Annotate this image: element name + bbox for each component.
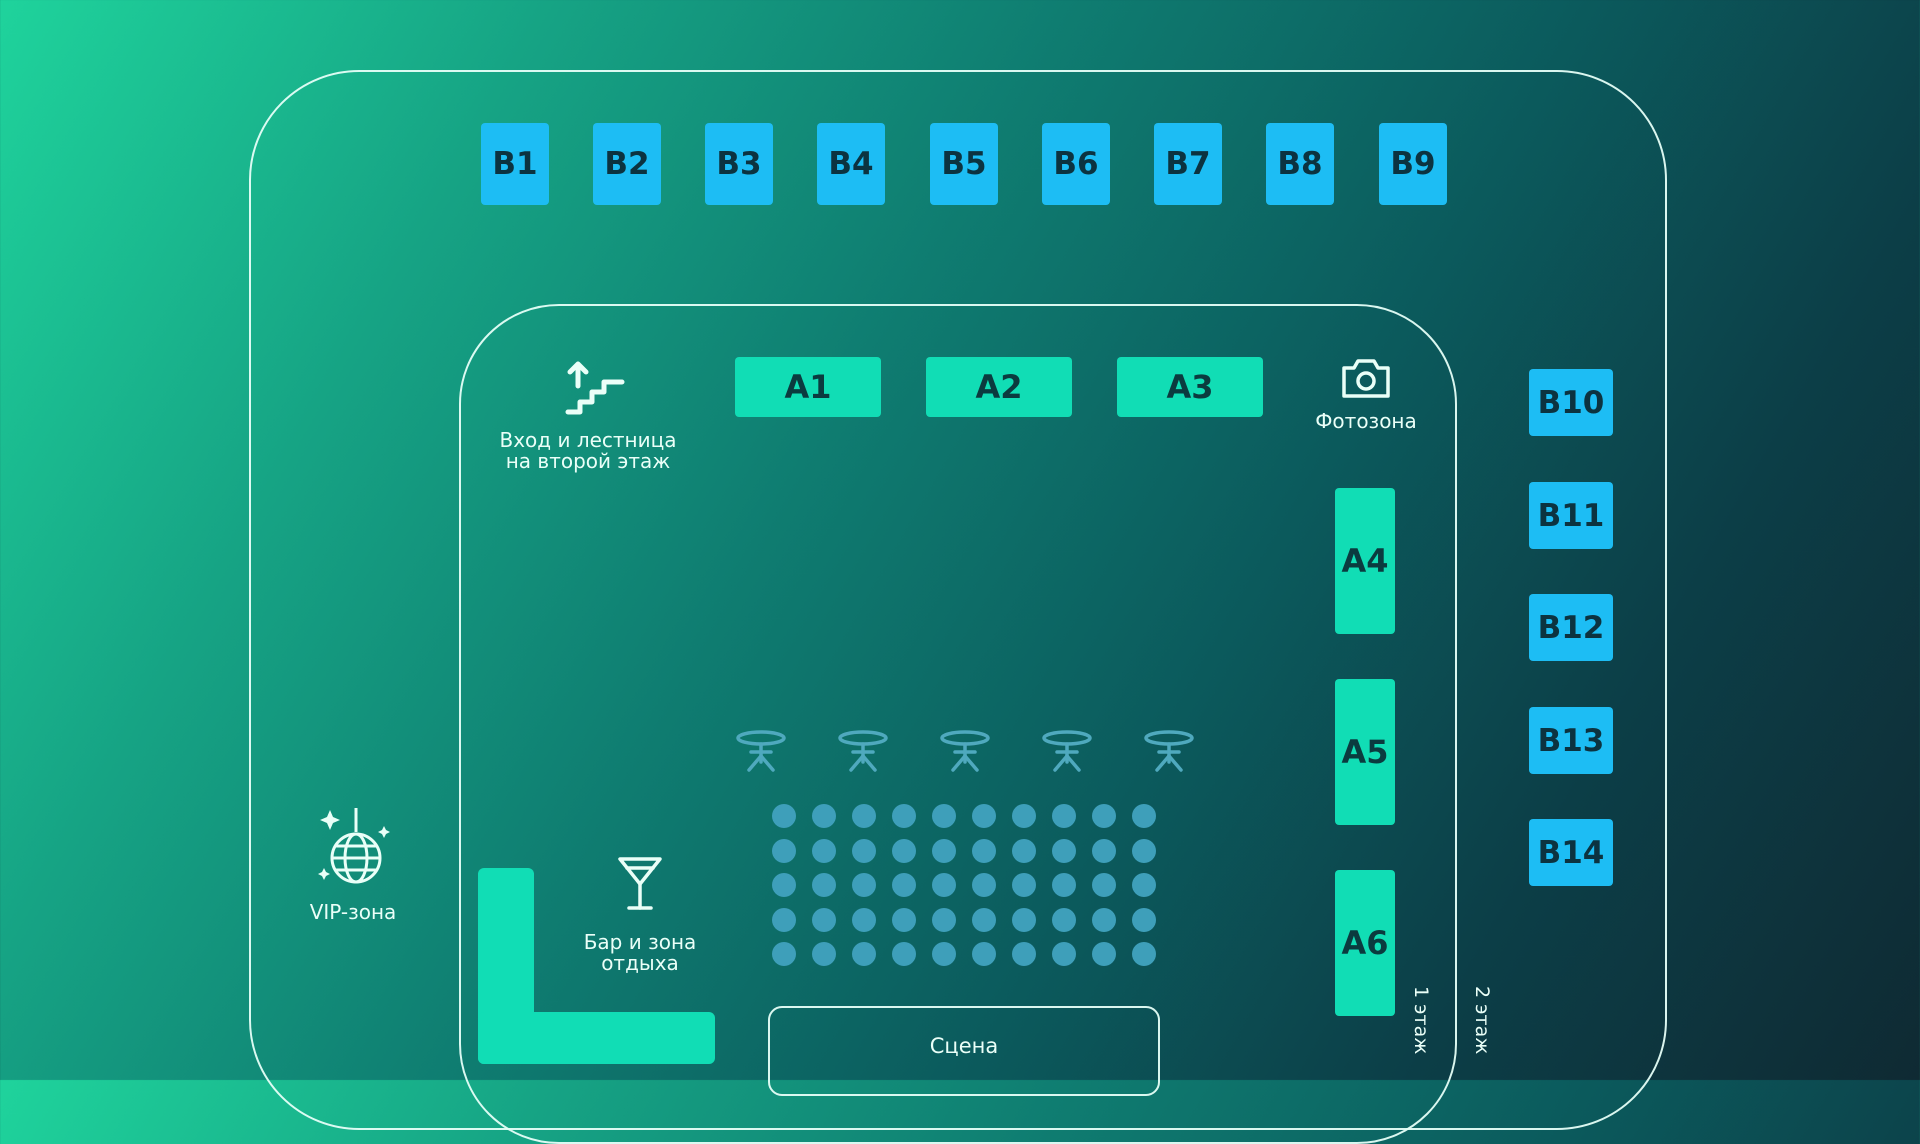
table-b1[interactable]: B1 [481, 123, 549, 205]
seat[interactable] [972, 873, 996, 897]
seat[interactable] [1132, 907, 1156, 932]
stairs-icon [565, 361, 625, 415]
table-b7[interactable]: B7 [1154, 123, 1222, 205]
seat[interactable] [932, 942, 956, 966]
seat[interactable] [1052, 942, 1076, 966]
seat[interactable] [852, 804, 876, 828]
entrance-label: Вход и лестница на второй этаж [488, 430, 688, 472]
seat[interactable] [932, 838, 956, 863]
seat[interactable] [932, 804, 956, 828]
seat[interactable] [812, 838, 836, 863]
seat[interactable] [852, 907, 876, 932]
seat[interactable] [852, 873, 876, 897]
seat[interactable] [1132, 804, 1156, 828]
seat[interactable] [1132, 838, 1156, 863]
entrance-label-line2: на второй этаж [505, 449, 671, 473]
seat[interactable] [852, 838, 876, 863]
seat[interactable] [772, 873, 796, 897]
seat[interactable] [812, 907, 836, 932]
second-floor-label: 2 этаж [1471, 986, 1493, 1055]
photo-zone-label: Фотозона [1315, 409, 1417, 433]
seat[interactable] [1012, 907, 1036, 932]
bar-counter-horizontal [478, 1012, 715, 1064]
bar-label: Бар и зона отдыха [560, 932, 720, 974]
bar-table-icon [940, 730, 990, 772]
seat[interactable] [932, 873, 956, 897]
bar-table-icon [1042, 730, 1092, 772]
camera-icon [1342, 359, 1390, 398]
table-b4[interactable]: B4 [817, 123, 885, 205]
bar-table-icon [1144, 730, 1194, 772]
seat[interactable] [892, 838, 916, 863]
table-a3[interactable]: A3 [1117, 357, 1263, 417]
seat[interactable] [1052, 873, 1076, 897]
seat[interactable] [1052, 804, 1076, 828]
seat[interactable] [892, 804, 916, 828]
seat[interactable] [812, 942, 836, 966]
table-b6[interactable]: B6 [1042, 123, 1110, 205]
entrance-label-line1: Вход и лестница [499, 428, 677, 452]
seat[interactable] [1012, 804, 1036, 828]
seat[interactable] [892, 907, 916, 932]
seat[interactable] [1012, 873, 1036, 897]
table-a6[interactable]: A6 [1335, 870, 1395, 1016]
seat[interactable] [972, 804, 996, 828]
disco-ball-icon [318, 808, 390, 884]
seat[interactable] [1132, 873, 1156, 897]
table-b14[interactable]: B14 [1529, 819, 1613, 886]
table-a4[interactable]: A4 [1335, 488, 1395, 634]
bar-label-line1: Бар и зона [583, 930, 697, 954]
table-a5[interactable]: A5 [1335, 679, 1395, 825]
seat[interactable] [892, 873, 916, 897]
table-a1[interactable]: A1 [735, 357, 881, 417]
bar-table-icon [838, 730, 888, 772]
seat[interactable] [1012, 942, 1036, 966]
seat[interactable] [772, 838, 796, 863]
stage: Сцена [768, 1006, 1160, 1096]
seat[interactable] [812, 804, 836, 828]
table-b9[interactable]: B9 [1379, 123, 1447, 205]
table-b12[interactable]: B12 [1529, 594, 1613, 661]
seat[interactable] [1132, 942, 1156, 966]
cocktail-icon [618, 857, 662, 910]
seat[interactable] [1092, 873, 1116, 897]
table-b8[interactable]: B8 [1266, 123, 1334, 205]
seat[interactable] [1092, 942, 1116, 966]
table-b11[interactable]: B11 [1529, 482, 1613, 549]
seat[interactable] [972, 838, 996, 863]
table-b5[interactable]: B5 [930, 123, 998, 205]
bar-table-icon [736, 730, 786, 772]
seat[interactable] [892, 942, 916, 966]
seat[interactable] [972, 942, 996, 966]
table-b10[interactable]: B10 [1529, 369, 1613, 436]
table-b13[interactable]: B13 [1529, 707, 1613, 774]
table-a2[interactable]: A2 [926, 357, 1072, 417]
first-floor-label: 1 этаж [1410, 986, 1432, 1055]
seat[interactable] [1052, 838, 1076, 863]
stage-label: Сцена [929, 1034, 999, 1058]
seat[interactable] [772, 942, 796, 966]
seat[interactable] [932, 907, 956, 932]
bar-label-line2: отдыха [601, 951, 679, 975]
table-b2[interactable]: B2 [593, 123, 661, 205]
seat[interactable] [1092, 838, 1116, 863]
seat[interactable] [772, 907, 796, 932]
seat[interactable] [972, 907, 996, 932]
seat[interactable] [772, 804, 796, 828]
seat[interactable] [1092, 907, 1116, 932]
vip-zone-label: VIP-зона [309, 900, 397, 924]
table-b3[interactable]: B3 [705, 123, 773, 205]
seat[interactable] [1052, 907, 1076, 932]
seat[interactable] [812, 873, 836, 897]
seat[interactable] [852, 942, 876, 966]
seat[interactable] [1012, 838, 1036, 863]
seat[interactable] [1092, 804, 1116, 828]
